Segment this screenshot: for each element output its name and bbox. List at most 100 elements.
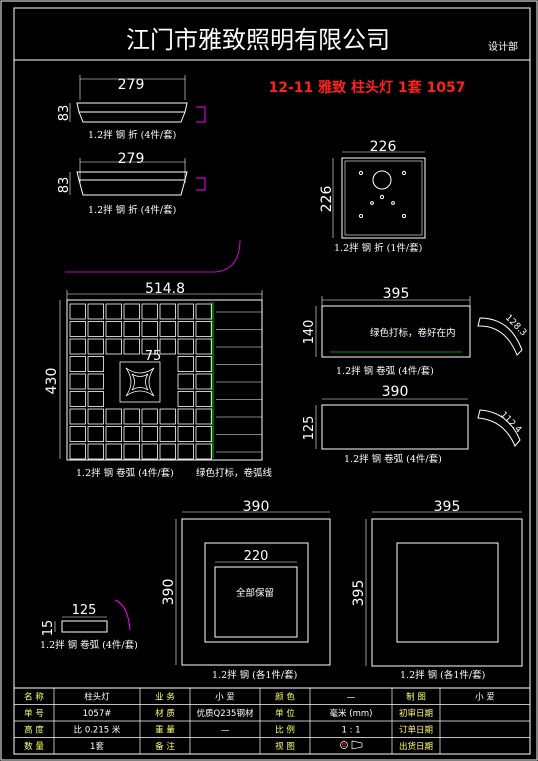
grid-cell [159,426,176,442]
grid-cell [159,408,176,425]
title-block-value: 优质Q235钢材 [197,708,254,719]
grid-cell [69,356,86,372]
band-a [315,296,523,358]
title-block-value: 小 爱 [475,692,495,703]
grid-cell [87,303,104,320]
grid-cell [195,391,212,407]
strip125-width-dim: 125 [72,603,97,618]
grid-cell [69,408,86,425]
grid-cell [195,338,212,355]
plate226-label: 1.2拌 钢 折 (1件/套) [334,242,422,254]
grid-cell [195,443,212,460]
grid-cell [87,408,104,425]
band-b [315,398,521,450]
grid-cell [123,321,140,337]
frame390-height-dim: 390 [161,579,177,606]
grid-cell [105,338,122,355]
bandB-arc-dim: 112.4 [498,410,523,435]
title-block-key: 单 号 [24,708,44,719]
grid-cells [69,303,262,460]
grid-cell [123,408,140,425]
bandB-height-dim: 125 [302,416,317,441]
grid-cell [87,373,104,390]
grid-cell [87,426,104,442]
title-block-key: 订单日期 [399,725,433,736]
grid-cell [159,303,176,320]
grid-cell [177,373,194,390]
grid-cell [87,338,104,355]
title-block-key: 视 图 [275,741,295,752]
grid-cell [159,338,176,355]
grid-cell [195,303,212,320]
grid-cell [69,321,86,337]
title-block-key: 材 质 [155,708,175,719]
grid-height-dim: 430 [44,368,60,395]
bandA-note: 绿色打标，卷好在内 [370,327,456,339]
grid-cell [69,373,86,390]
frame390-note: 全部保留 [236,587,274,599]
grid-cell [123,443,140,460]
grid-cell [141,303,158,320]
grid-cell [159,321,176,337]
title-block-value: 毫米 (mm) [330,708,373,719]
grid-cell [105,443,122,460]
strip-125 [54,599,131,633]
grid-cell [69,338,86,355]
grid-cell [141,338,158,355]
title-block-value: 比 0.215 米 [74,725,121,736]
strip2-label: 1.2拌 钢 折 (4件/套) [88,204,176,216]
title-block-key: 比 例 [275,725,295,736]
grid-cell [141,408,158,425]
title-block-key: 制 图 [406,692,426,703]
bandA-label: 1.2拌 钢 卷弧 (4件/套) [336,365,434,377]
title-block-value: — [221,726,230,736]
plate226-height-dim: 226 [319,186,335,213]
title-block-key: 业 务 [155,692,175,703]
grid-cell [69,391,86,407]
strip-part-1 [69,75,206,123]
title-block-value: 柱头灯 [84,692,110,703]
title-block-value: — [347,693,356,703]
frame395-height-dim: 395 [351,580,367,607]
grid-width-dim: 514.8 [145,281,185,297]
projection-symbol-icon [340,740,363,750]
grid-note: 绿色打标，卷弧线 [196,467,273,479]
grid-cell [105,408,122,425]
strip2-height-dim: 83 [57,177,72,194]
grid-cell [105,426,122,442]
grid-cell [177,408,194,425]
product-title: 12-11 雅致 柱头灯 1套 1057 [269,79,466,96]
title-block-key: 重 量 [155,725,175,736]
company-name: 江门市雅致照明有限公司 [126,26,390,54]
grid-cell [195,426,212,442]
grid-cell [141,321,158,337]
grid-cell [69,443,86,460]
grid-cell [177,338,194,355]
title-block-key: 出货日期 [399,741,433,752]
grid-cell [177,426,194,442]
title-block-key: 备 注 [155,741,175,752]
grid-center-dim: 75 [145,349,162,364]
strip125-label: 1.2拌 钢 卷弧 (4件/套) [40,639,138,651]
grid-cell [123,426,140,442]
plate-226 [332,151,426,239]
strip1-width-dim: 279 [118,77,145,93]
grid-cell [105,321,122,337]
grid-cell [123,303,140,320]
strip-part-2 [69,158,206,196]
bend-curve [65,239,241,273]
grid-cell [195,408,212,425]
plate226-width-dim: 226 [370,139,397,155]
grid-cell [105,303,122,320]
grid-cell [87,391,104,407]
grid-cell [177,443,194,460]
grid-cell [195,356,212,372]
frame390-inner-dim: 220 [244,549,269,564]
title-block-key: 单 位 [275,708,295,719]
title-block-key: 名 称 [24,692,44,703]
grid-panel [59,290,263,461]
grid-cell [195,373,212,390]
